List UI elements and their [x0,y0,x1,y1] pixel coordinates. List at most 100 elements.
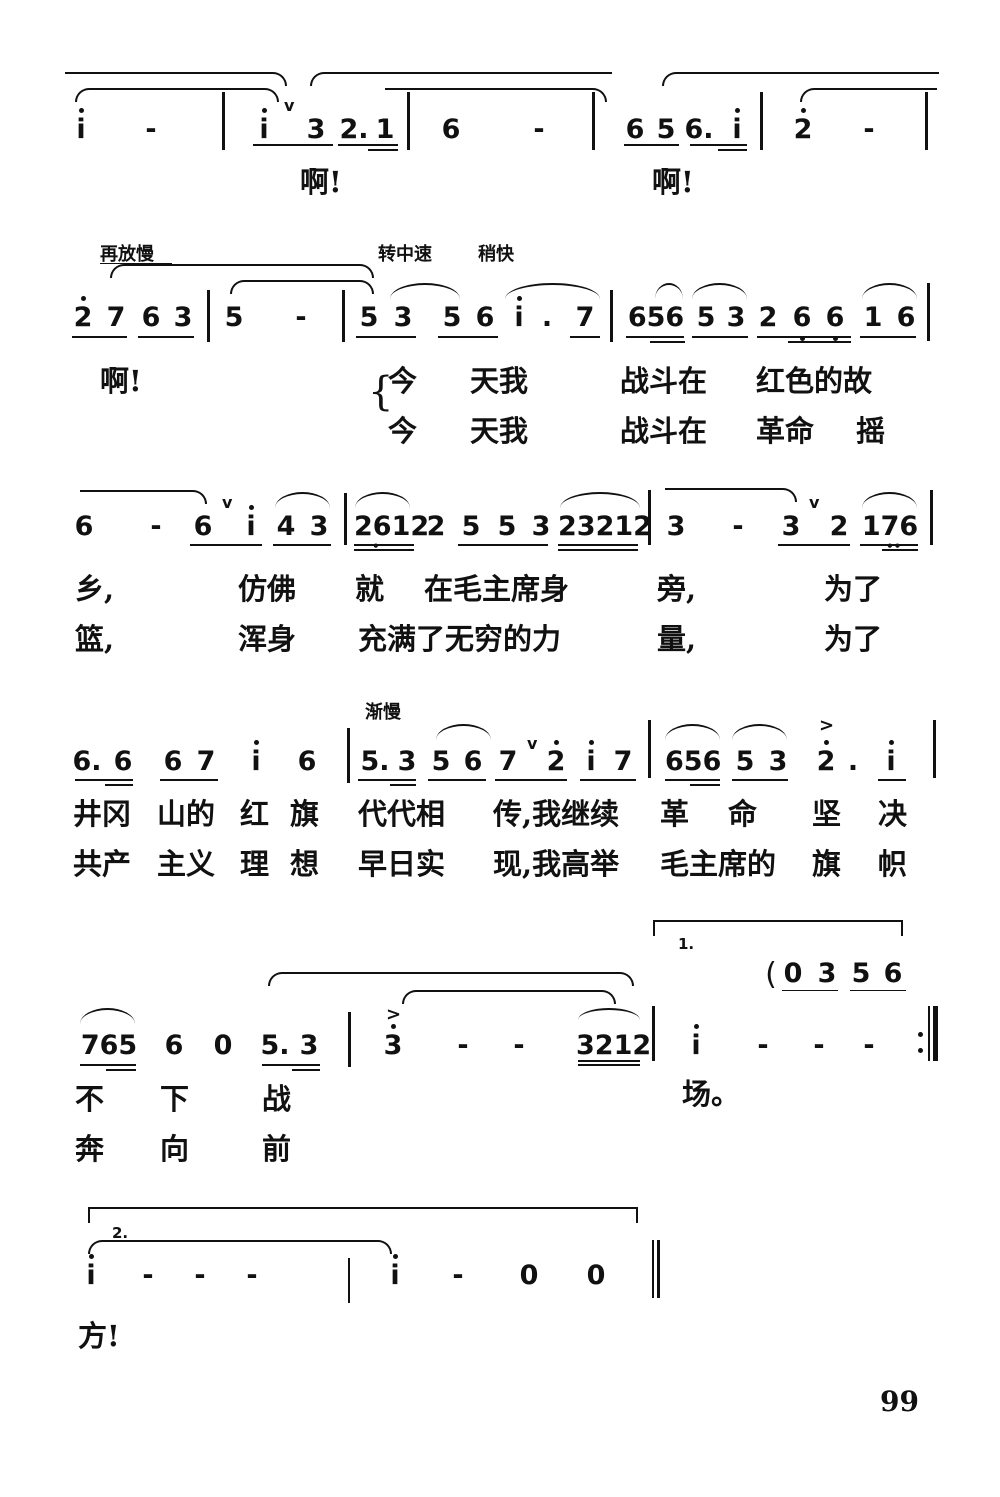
lyric: 天我 [470,414,529,448]
note: 3 [397,746,417,777]
note: 6. [72,746,102,777]
dash: - [142,1260,154,1291]
note: 3 [173,302,193,333]
slur [275,492,330,508]
lyric: 山的 [157,797,216,831]
note: 6 [441,114,461,145]
tie-slur [800,88,937,102]
note-group: 176 [861,511,919,542]
lyric: 啊! [300,165,342,199]
beam [580,779,636,781]
lyric: 决 [878,797,908,831]
note: i [80,1254,102,1289]
note: 3 [393,302,413,333]
breath-mark: v [284,96,295,115]
beam [262,1064,320,1066]
augmentation-dot: . [847,746,859,777]
note: 7 [498,746,518,777]
lyric: 天我 [470,364,529,398]
note: 2 [829,511,849,542]
barline [928,1006,930,1061]
paren: ( [765,957,777,992]
dash: - [813,1030,825,1061]
phrase-slur [268,972,634,986]
lyric: 下 [160,1082,190,1116]
beam [354,549,414,551]
breath-mark: v [527,734,538,753]
phrase-slur [662,72,939,86]
lyric: 现,我高举 [493,847,620,881]
volta-bracket-2 [88,1207,638,1223]
tempo-mark: 渐慢 [365,702,401,723]
barline [407,92,410,150]
lyric: 奔 [75,1132,105,1166]
repeat-dot [918,1032,923,1037]
lyric: 旗 [290,797,320,831]
lyric: 就 [355,572,385,606]
lyric: 坚 [812,797,842,831]
note: 2 [546,740,566,777]
lyric: 前 [262,1132,292,1166]
note: 1 [375,114,395,145]
note: 3 [781,511,801,542]
barline [760,92,763,150]
lyric: 革命 [756,414,815,448]
lyric: 仿佛 [238,572,297,606]
lyric: 井冈 [73,797,132,831]
note: 2 [793,108,813,145]
slur [355,492,410,508]
note: 5 [224,302,244,333]
barline [933,720,936,778]
slur [732,724,787,740]
tie-slur [385,88,607,102]
barline [348,1258,350,1303]
beam [578,1064,640,1066]
slur [390,283,460,299]
note: 6 [463,746,483,777]
note: i [685,1024,707,1059]
note: 6. [684,114,714,145]
beam [338,144,398,146]
dash: - [150,511,162,542]
beam [718,149,747,151]
augmentation-dot: . [541,302,553,333]
beam [495,779,567,781]
note: 6 [163,746,183,777]
barline [342,290,345,342]
lyric: 浑身 [238,622,297,656]
lyric: 红 [240,797,270,831]
barline [927,283,930,341]
note: 3 [531,511,551,542]
note: 6 [883,958,903,989]
tempo-underline [100,263,172,264]
beam [368,149,398,151]
beam [106,1069,136,1071]
note: 4 [276,511,296,542]
lyric: 共产 [73,847,132,881]
barline [222,92,225,150]
note: i [384,1254,406,1289]
dash: - [863,114,875,145]
beam [692,336,748,338]
lyric: 今 [388,364,418,398]
dash: - [513,1030,525,1061]
tempo-mark: 稍快 [478,244,514,265]
note: 0 [783,958,803,989]
note: 6 [896,302,916,333]
beam [105,784,133,786]
note: 5 [656,114,676,145]
page-number: 99 [880,1385,919,1418]
note: 3 [726,302,746,333]
beam [732,779,788,781]
dash: - [863,1030,875,1061]
slur [436,724,491,740]
lyric: 不 [75,1082,105,1116]
dash: - [246,1260,258,1291]
lyric: 量, [657,622,697,656]
note: 7 [613,746,633,777]
slur [655,283,683,299]
barline [348,1012,351,1067]
tie-slur [665,488,797,502]
note: i [245,740,267,775]
slur [578,1008,640,1020]
